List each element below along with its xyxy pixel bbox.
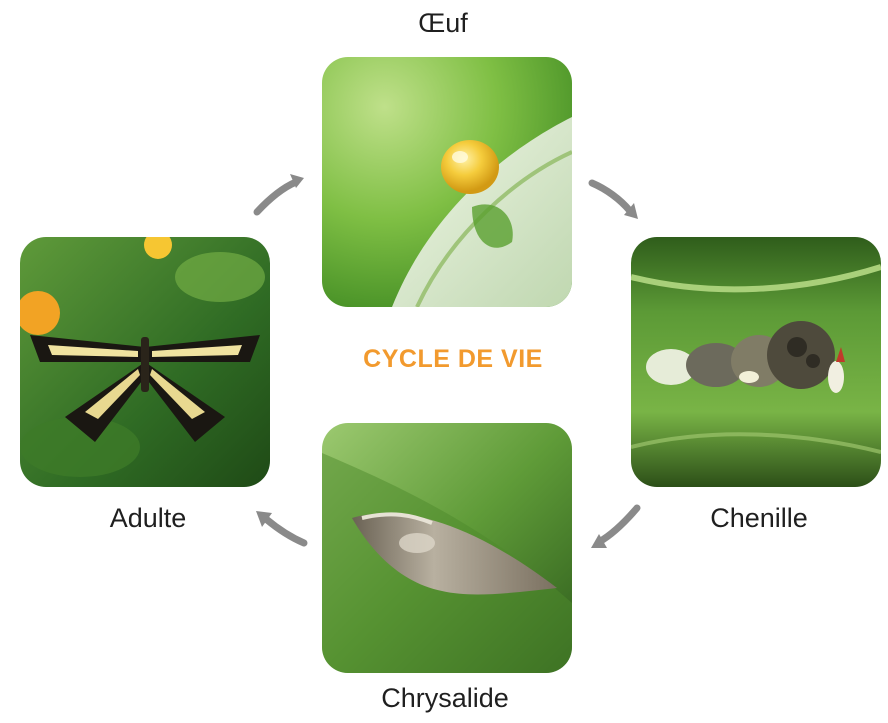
stage-label-egg: Œuf bbox=[398, 8, 488, 39]
chrysalis-photo bbox=[322, 423, 572, 673]
caterpillar-photo bbox=[631, 237, 881, 487]
stage-label-adult: Adulte bbox=[88, 503, 208, 534]
stage-label-caterpillar: Chenille bbox=[684, 503, 834, 534]
arrow-egg-to-caterpillar-icon bbox=[586, 175, 646, 225]
arrow-adult-to-egg-icon bbox=[250, 170, 310, 220]
diagram-title: CYCLE DE VIE bbox=[338, 345, 568, 374]
butterfly-photo bbox=[20, 237, 270, 487]
arrow-chrysalis-to-adult-icon bbox=[250, 505, 310, 550]
stage-label-chrysalis: Chrysalide bbox=[365, 683, 525, 714]
arrow-caterpillar-to-chrysalis-icon bbox=[585, 500, 645, 555]
egg-photo bbox=[322, 57, 572, 307]
